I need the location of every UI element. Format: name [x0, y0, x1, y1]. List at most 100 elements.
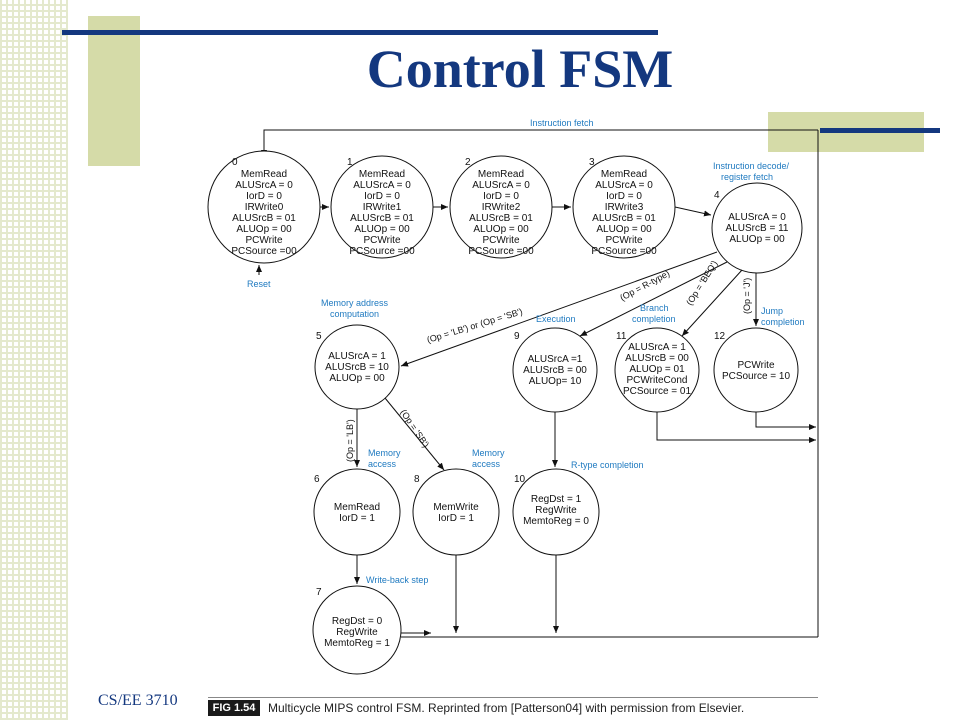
- svg-text:ALUOp = 00: ALUOp = 00: [729, 234, 785, 245]
- slide-title: Control FSM: [366, 39, 674, 99]
- svg-text:ALUSrcB = 01: ALUSrcB = 01: [232, 213, 296, 224]
- svg-text:IRWrite0: IRWrite0: [245, 202, 284, 213]
- svg-text:ALUSrcB = 00: ALUSrcB = 00: [523, 365, 587, 376]
- svg-text:ALUOp = 01: ALUOp = 01: [629, 364, 685, 375]
- checker-pattern: [0, 0, 68, 720]
- svg-text:ALUOp= 10: ALUOp= 10: [529, 376, 582, 387]
- svg-text:PCSource = 10: PCSource = 10: [722, 371, 791, 382]
- instruction-fetch-label: Instruction fetch: [530, 118, 594, 128]
- svg-text:RegDst = 1: RegDst = 1: [531, 494, 582, 505]
- svg-text:ALUOp = 00: ALUOp = 00: [236, 224, 292, 235]
- svg-text:MemRead: MemRead: [359, 169, 405, 180]
- jump-label: Jump: [761, 306, 783, 316]
- svg-text:PCWrite: PCWrite: [605, 235, 642, 246]
- condition-rtype: (Op = R-type): [618, 268, 671, 303]
- svg-text:IorD = 0: IorD = 0: [483, 191, 519, 202]
- svg-text:IorD = 0: IorD = 0: [364, 191, 400, 202]
- condition-sb: (Op = 'SB'): [398, 408, 431, 450]
- mem-access-label: access: [472, 459, 501, 469]
- state-number: 11: [616, 331, 627, 342]
- svg-text:ALUOp = 00: ALUOp = 00: [473, 224, 529, 235]
- decode-label: register fetch: [721, 172, 773, 182]
- svg-text:IorD = 1: IorD = 1: [339, 513, 375, 524]
- jump-label: completion: [761, 317, 805, 327]
- branch-label: completion: [632, 314, 676, 324]
- state-number: 9: [514, 331, 520, 342]
- state-10-text: RegDst = 1 RegWrite MemtoReg = 0: [523, 494, 589, 527]
- svg-text:MemRead: MemRead: [334, 502, 380, 513]
- svg-text:ALUSrcA =1: ALUSrcA =1: [528, 354, 583, 365]
- mem-addr-label: computation: [330, 309, 379, 319]
- state-4-circle: [711, 182, 803, 274]
- rtype-completion-label: R-type completion: [571, 460, 644, 470]
- arrow-4-9: [579, 261, 728, 337]
- svg-text:ALUSrcA = 0: ALUSrcA = 0: [728, 212, 786, 223]
- state-number: 7: [316, 587, 322, 598]
- state-4-text: ALUSrcA = 0 ALUSrcB = 11 ALUOp = 00: [726, 212, 789, 245]
- branch-label: Branch: [640, 303, 669, 313]
- state-3-text: MemRead ALUSrcA = 0 IorD = 0 IRWrite3 AL…: [591, 169, 657, 257]
- svg-text:ALUSrcA = 1: ALUSrcA = 1: [328, 351, 386, 362]
- state-6-text: MemRead IorD = 1: [334, 502, 380, 524]
- state-11-text: ALUSrcA = 1 ALUSrcB = 00 ALUOp = 01 PCWr…: [623, 342, 692, 397]
- state-9-text: ALUSrcA =1 ALUSrcB = 00 ALUOp= 10: [523, 354, 587, 387]
- state-number: 5: [316, 331, 322, 342]
- svg-text:PCWrite: PCWrite: [737, 360, 774, 371]
- arrow-4-11: [681, 269, 743, 337]
- svg-text:RegDst = 0: RegDst = 0: [332, 616, 383, 627]
- svg-text:MemtoReg = 1: MemtoReg = 1: [324, 638, 390, 649]
- mem-access-label: access: [368, 459, 397, 469]
- svg-text:ALUSrcB = 00: ALUSrcB = 00: [625, 353, 689, 364]
- condition-lb: (Op = 'LB'): [345, 419, 355, 462]
- state-number: 2: [465, 157, 471, 168]
- reset-label: Reset: [247, 279, 271, 289]
- svg-text:IorD = 0: IorD = 0: [246, 191, 282, 202]
- svg-text:IorD = 0: IorD = 0: [606, 191, 642, 202]
- mem-access-label: Memory: [368, 448, 401, 458]
- state-number: 6: [314, 474, 320, 485]
- svg-text:PCSource =00: PCSource =00: [231, 246, 297, 257]
- svg-text:PCWriteCond: PCWriteCond: [627, 375, 688, 386]
- arrow-5-8: [384, 397, 445, 471]
- caption-rule: [208, 697, 818, 698]
- svg-text:PCSource =00: PCSource =00: [591, 246, 657, 257]
- svg-text:IRWrite2: IRWrite2: [482, 202, 521, 213]
- svg-text:ALUOp = 00: ALUOp = 00: [596, 224, 652, 235]
- state-number: 4: [714, 190, 720, 201]
- condition-j: (Op = 'J'): [742, 278, 752, 314]
- state-0-text: MemRead ALUSrcA = 0 IorD = 0 IRWrite0 AL…: [231, 169, 297, 257]
- state-number: 1: [347, 157, 353, 168]
- svg-text:ALUOp = 00: ALUOp = 00: [354, 224, 410, 235]
- mem-addr-label: Memory address: [321, 298, 389, 308]
- writeback-label: Write-back step: [366, 575, 428, 585]
- svg-text:PCWrite: PCWrite: [363, 235, 400, 246]
- svg-text:MemRead: MemRead: [241, 169, 287, 180]
- svg-text:MemRead: MemRead: [601, 169, 647, 180]
- svg-text:IorD = 1: IorD = 1: [438, 513, 474, 524]
- state-8-text: MemWrite IorD = 1: [433, 502, 479, 524]
- svg-text:ALUSrcB = 01: ALUSrcB = 01: [350, 213, 414, 224]
- blue-bar-right: [820, 128, 940, 133]
- svg-text:MemtoReg = 0: MemtoReg = 0: [523, 516, 589, 527]
- state-5-text: ALUSrcA = 1 ALUSrcB = 10 ALUOp = 00: [325, 351, 389, 384]
- state-number: 12: [714, 331, 726, 342]
- svg-text:PCWrite: PCWrite: [245, 235, 282, 246]
- svg-text:PCSource =00: PCSource =00: [468, 246, 534, 257]
- svg-text:MemWrite: MemWrite: [433, 502, 479, 513]
- svg-text:PCSource =00: PCSource =00: [349, 246, 415, 257]
- svg-text:PCSource = 01: PCSource = 01: [623, 386, 692, 397]
- svg-text:MemRead: MemRead: [478, 169, 524, 180]
- svg-text:ALUSrcA = 0: ALUSrcA = 0: [353, 180, 411, 191]
- svg-text:ALUSrcA = 0: ALUSrcA = 0: [595, 180, 653, 191]
- state-1-text: MemRead ALUSrcA = 0 IorD = 0 IRWrite1 AL…: [349, 169, 415, 257]
- state-7-circle: [312, 585, 402, 675]
- svg-text:RegWrite: RegWrite: [535, 505, 577, 516]
- state-2-text: MemRead ALUSrcA = 0 IorD = 0 IRWrite2 AL…: [468, 169, 534, 257]
- olive-bar-left: [88, 16, 140, 166]
- svg-text:RegWrite: RegWrite: [336, 627, 378, 638]
- svg-text:ALUSrcA = 0: ALUSrcA = 0: [472, 180, 530, 191]
- arrow-3-4: [674, 206, 712, 217]
- state-12-text: PCWrite PCSource = 10: [722, 360, 791, 382]
- svg-text:PCWrite: PCWrite: [482, 235, 519, 246]
